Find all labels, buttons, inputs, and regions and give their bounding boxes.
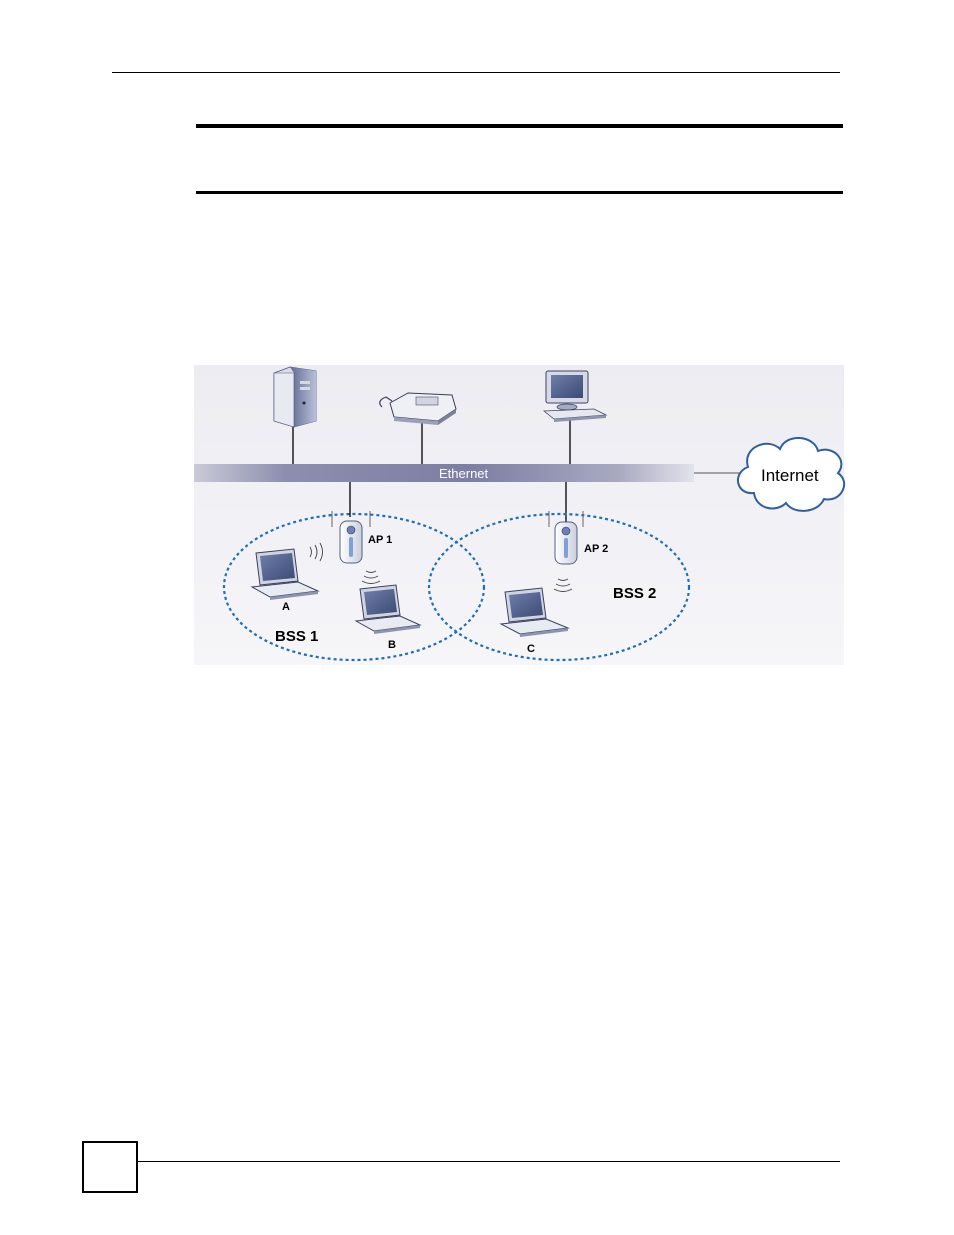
station-b-label: B [388,639,396,651]
footer-rule [138,1161,840,1162]
station-c-label: C [527,643,535,655]
ethernet-label: Ethernet [439,466,489,481]
ap2-label: AP 2 [584,543,608,555]
station-a-label: A [282,601,290,613]
infrastructure-network-diagram: Ethernet Internet AP 1 [194,365,844,665]
bss1-label: BSS 1 [275,628,318,645]
header-rule [112,72,840,73]
ap1-label: AP 1 [368,534,392,546]
bss2-label: BSS 2 [613,585,656,602]
note-top-rule [196,124,843,128]
note-bottom-rule [196,191,843,194]
internet-label: Internet [761,466,819,485]
server-icon [274,367,316,427]
page-number-box [82,1141,138,1193]
